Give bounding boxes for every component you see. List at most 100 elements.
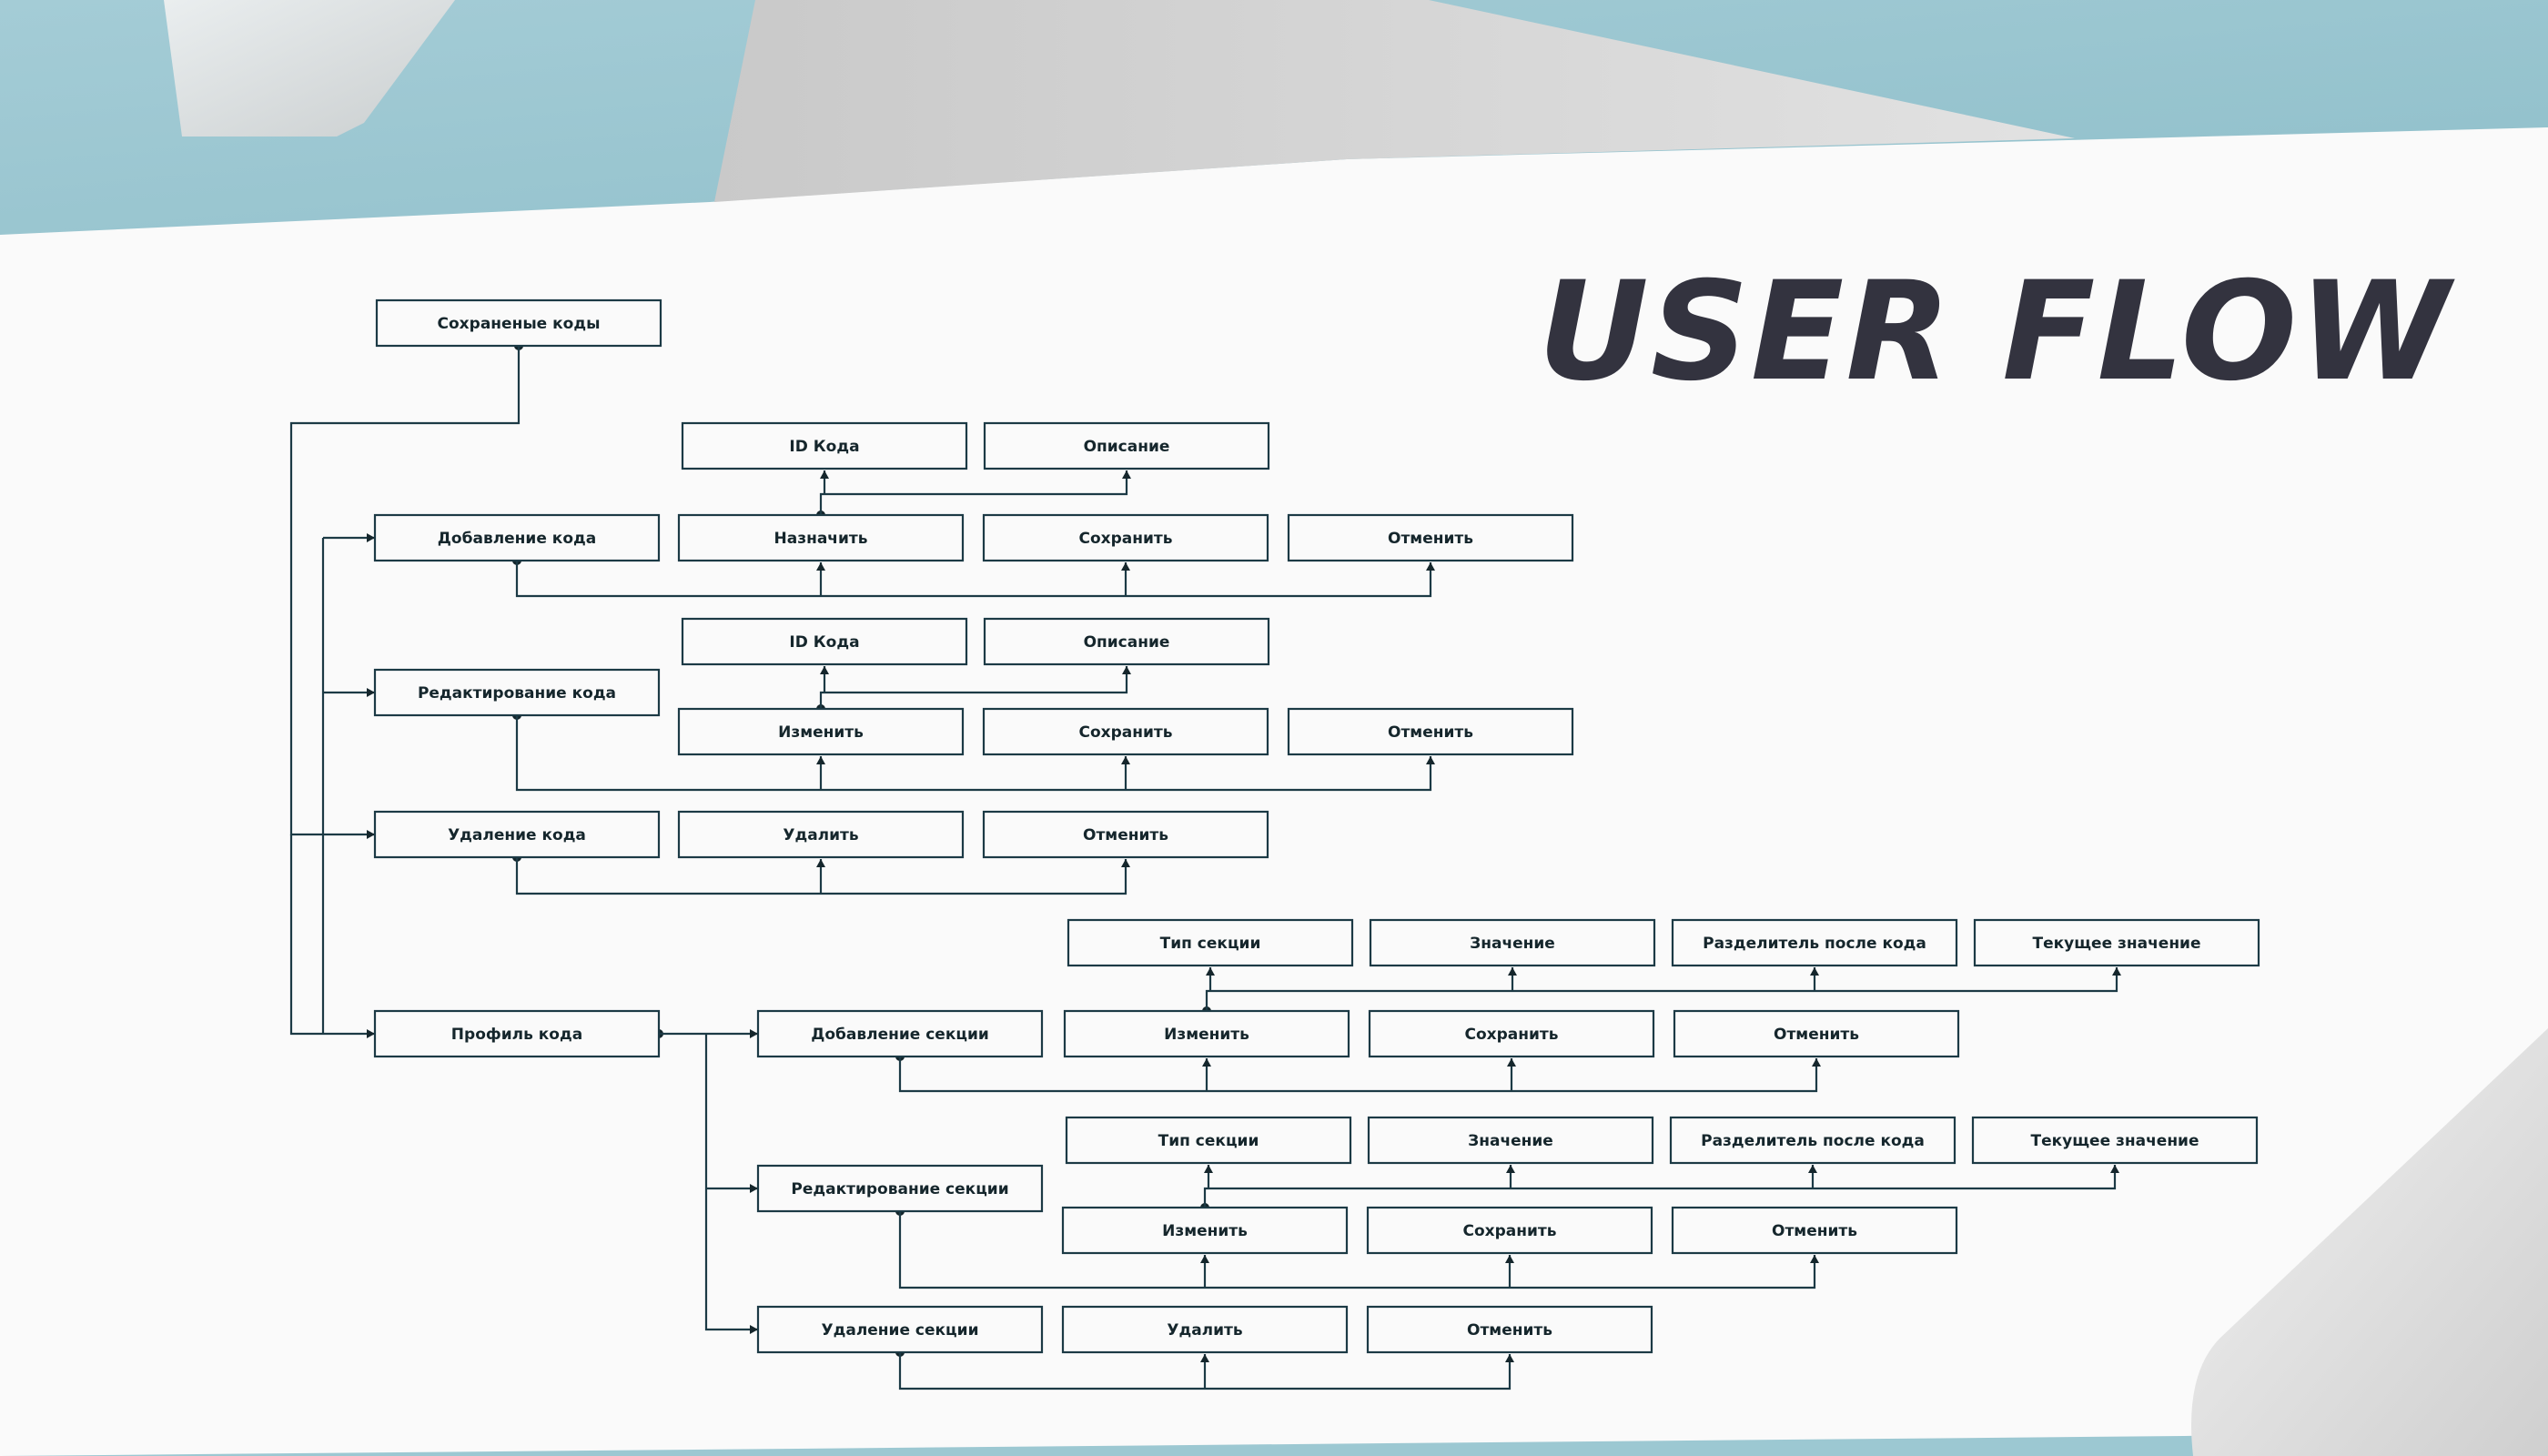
node-label: Сохранить xyxy=(1464,1026,1558,1044)
page-title: USER FLOW xyxy=(1538,253,2452,411)
arrow-head xyxy=(1808,1165,1817,1173)
node-add-section-value: Значение xyxy=(1369,918,1656,967)
node-edit-section-cancel: Отменить xyxy=(1671,1206,1958,1255)
node-saved-codes: Сохраненые коды xyxy=(375,298,662,348)
arrow-head xyxy=(1206,967,1215,976)
fan-up xyxy=(1203,1165,2117,1208)
node-label: Изменить xyxy=(778,723,864,742)
arrow-head xyxy=(1810,967,1819,976)
node-edit-section: Редактирование секции xyxy=(756,1164,1044,1213)
bus xyxy=(898,1211,1816,1289)
arrow-head xyxy=(1204,1165,1213,1173)
arrow-head xyxy=(1200,1354,1209,1362)
arrow-head xyxy=(750,1325,758,1334)
node-label: Значение xyxy=(1468,1132,1553,1150)
node-code-profile: Профиль кода xyxy=(373,1009,661,1058)
node-edit-section-separator: Разделитель после кода xyxy=(1669,1116,1956,1165)
node-add-code-assign: Назначить xyxy=(677,513,965,562)
node-edit-code-change: Изменить xyxy=(677,707,965,756)
arrow-head xyxy=(1122,470,1131,479)
node-label: Назначить xyxy=(774,530,868,548)
trunk-to-profile xyxy=(289,834,375,1036)
node-label: Удаление секции xyxy=(822,1321,979,1340)
connector-lines xyxy=(289,341,2121,1390)
node-edit-code-cancel: Отменить xyxy=(1287,707,1574,756)
node-edit-code-save: Сохранить xyxy=(982,707,1269,756)
arrow-head xyxy=(367,533,375,542)
node-edit-section-value: Значение xyxy=(1367,1116,1654,1165)
node-edit-section-change: Изменить xyxy=(1061,1206,1349,1255)
node-label: Изменить xyxy=(1162,1222,1248,1240)
node-label: ID Кода xyxy=(789,633,859,652)
node-delete-section-delete: Удалить xyxy=(1061,1305,1349,1354)
bottom-blue-strip xyxy=(0,1429,2548,1456)
arrow-head xyxy=(1202,1058,1211,1067)
arrow-head xyxy=(1121,756,1130,764)
fan-up xyxy=(819,666,1128,709)
node-label: Отменить xyxy=(1772,1222,1857,1240)
node-label: Редактирование секции xyxy=(791,1180,1008,1198)
arrow-head xyxy=(820,666,829,674)
node-add-code-desc: Описание xyxy=(983,421,1270,470)
bus xyxy=(898,1057,1818,1093)
node-add-section: Добавление секции xyxy=(756,1009,1044,1058)
node-label: Удаление кода xyxy=(448,826,586,844)
node-edit-section-save: Сохранить xyxy=(1366,1206,1653,1255)
node-label: Отменить xyxy=(1388,530,1473,548)
arrow-head xyxy=(1506,1165,1515,1173)
arrow-head xyxy=(1426,756,1435,764)
node-label: Добавление кода xyxy=(438,530,596,548)
bus xyxy=(515,561,1432,598)
node-label: Текущее значение xyxy=(2033,935,2201,953)
node-delete-code: Удаление кода xyxy=(373,810,661,859)
node-label: Текущее значение xyxy=(2031,1132,2199,1150)
node-edit-code-id: ID Кода xyxy=(681,617,968,666)
root-trunk xyxy=(289,346,521,836)
node-label: Значение xyxy=(1470,935,1555,953)
node-add-code: Добавление кода xyxy=(373,513,661,562)
arrow-head xyxy=(1122,666,1131,674)
node-edit-code: Редактирование кода xyxy=(373,668,661,717)
node-delete-section: Удаление секции xyxy=(756,1305,1044,1354)
arrow-head xyxy=(816,859,825,867)
node-add-section-change: Изменить xyxy=(1063,1009,1350,1058)
node-add-section-current: Текущее значение xyxy=(1973,918,2260,967)
arrow-head xyxy=(1426,562,1435,571)
node-label: Изменить xyxy=(1164,1026,1249,1044)
node-label: ID Кода xyxy=(789,438,859,456)
arrow-head xyxy=(367,688,375,697)
profile-trunk xyxy=(704,1034,758,1331)
node-label: Отменить xyxy=(1467,1321,1552,1340)
node-delete-code-delete: Удалить xyxy=(677,810,965,859)
node-label: Удалить xyxy=(1167,1321,1242,1340)
node-label: Редактирование кода xyxy=(418,684,616,703)
node-label: Добавление секции xyxy=(811,1026,989,1044)
node-edit-section-current: Текущее значение xyxy=(1971,1116,2259,1165)
fan-up xyxy=(1205,967,2118,1011)
node-label: Разделитель после кода xyxy=(1703,935,1926,953)
top-grey-shape xyxy=(714,0,2075,202)
arrow-head xyxy=(2110,1165,2119,1173)
bottom-right-corner-shape xyxy=(2191,1028,2548,1456)
node-label: Описание xyxy=(1084,633,1170,652)
node-add-code-cancel: Отменить xyxy=(1287,513,1574,562)
node-label: Тип секции xyxy=(1160,935,1261,953)
arrow-head xyxy=(1121,562,1130,571)
node-add-section-cancel: Отменить xyxy=(1673,1009,1960,1058)
bus xyxy=(515,715,1432,792)
node-edit-section-type: Тип секции xyxy=(1065,1116,1352,1165)
node-label: Разделитель после кода xyxy=(1701,1132,1925,1150)
node-label: Удалить xyxy=(783,826,858,844)
arrow-head xyxy=(2112,967,2121,976)
node-add-code-id: ID Кода xyxy=(681,421,968,470)
node-label: Сохраненые коды xyxy=(438,315,601,333)
arrow-head xyxy=(1812,1058,1821,1067)
node-edit-code-desc: Описание xyxy=(983,617,1270,666)
node-add-section-separator: Разделитель после кода xyxy=(1671,918,1958,967)
node-label: Сохранить xyxy=(1078,723,1172,742)
node-add-section-save: Сохранить xyxy=(1368,1009,1655,1058)
arrow-head xyxy=(816,756,825,764)
